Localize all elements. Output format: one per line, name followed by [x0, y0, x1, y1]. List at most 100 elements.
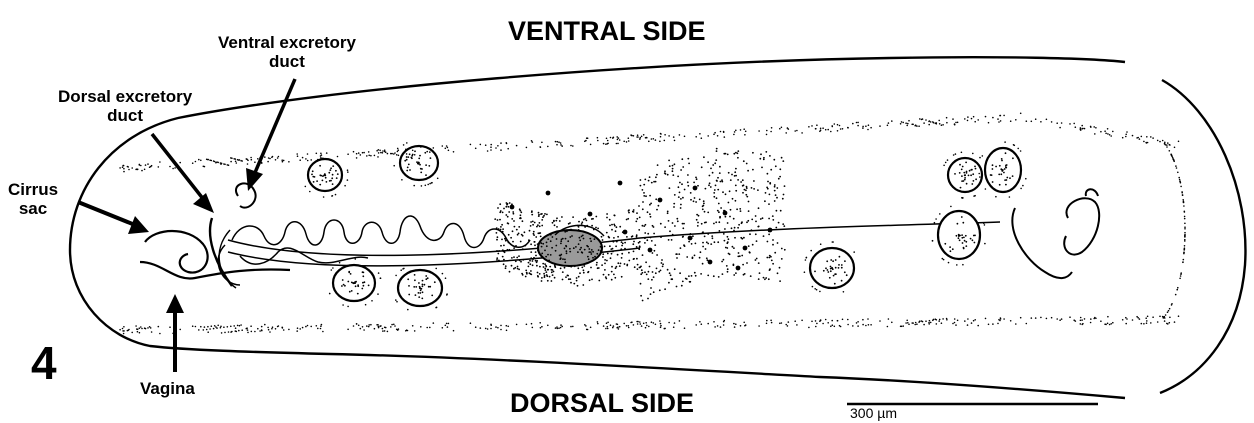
testes	[308, 146, 1021, 306]
stipple-dot	[1104, 130, 1106, 132]
stipple-dot	[610, 137, 612, 139]
stipple-dot	[954, 173, 956, 175]
stipple-dot	[332, 267, 334, 269]
stipple-dot	[141, 170, 143, 172]
stipple-dot	[507, 326, 509, 328]
stipple-dot	[521, 234, 523, 236]
stipple-dot	[534, 244, 536, 246]
stipple-dot	[529, 230, 531, 232]
stipple-dot	[706, 241, 708, 243]
stipple-dot	[1004, 168, 1006, 170]
stipple-dot	[1179, 180, 1181, 182]
stipple-dot	[772, 263, 774, 265]
stipple-dot	[642, 272, 644, 274]
stipple-dot	[674, 194, 676, 196]
stipple-dot	[574, 265, 576, 267]
stipple-dot	[949, 246, 951, 248]
stipple-dot	[727, 268, 729, 270]
stipple-dot	[729, 216, 731, 218]
arrow-cirrus-sac	[78, 202, 135, 225]
stipple-dot	[643, 134, 645, 136]
stipple-dot	[320, 325, 322, 327]
stipple-dot	[723, 321, 725, 323]
stipple-dot	[766, 320, 768, 322]
stipple-dot	[682, 223, 684, 225]
stipple-dot	[831, 320, 833, 322]
stipple-dot	[351, 282, 353, 284]
stipple-dot	[596, 262, 598, 264]
stipple-dot	[1051, 317, 1053, 319]
stipple-dot	[796, 130, 798, 132]
stipple-dot	[732, 198, 734, 200]
stipple-dot	[606, 260, 608, 262]
stipple-dot	[646, 239, 648, 241]
stipple-dot	[997, 323, 999, 325]
stipple-dot	[928, 322, 930, 324]
stipple-dot	[647, 278, 649, 280]
stipple-dot	[900, 326, 902, 328]
stipple-dot	[862, 319, 864, 321]
stipple-dot	[669, 230, 671, 232]
stipple-dot	[1167, 142, 1169, 144]
stipple-dot	[550, 254, 552, 256]
stipple-dot	[779, 323, 781, 325]
stipple-dot	[656, 209, 658, 211]
stipple-dot	[261, 162, 263, 164]
stipple-dot	[1184, 218, 1186, 220]
stipple-dot	[1184, 249, 1186, 251]
stipple-dot	[688, 163, 690, 165]
stipple-dot	[764, 278, 766, 280]
stipple-dot	[668, 239, 670, 241]
stipple-dot	[801, 320, 803, 322]
stipple-dot	[409, 169, 411, 171]
stipple-dot	[209, 328, 211, 330]
stipple-dot	[734, 131, 736, 133]
stipple-dot	[707, 275, 709, 277]
stipple-dot	[1180, 186, 1182, 188]
stipple-dot	[215, 162, 217, 164]
stipple-dot	[962, 166, 964, 168]
stipple-dot	[1100, 320, 1102, 322]
stipple-dot	[490, 146, 492, 148]
stipple-dot	[694, 255, 696, 257]
stipple-dot	[618, 137, 620, 139]
stipple-dot	[131, 167, 133, 169]
stipple-dot	[816, 124, 818, 126]
stipple-dot	[541, 280, 543, 282]
stipple-dot	[928, 124, 930, 126]
stipple-dot	[832, 260, 834, 262]
stipple-dot	[278, 156, 280, 158]
stipple-dot	[542, 263, 544, 265]
stipple-dot	[496, 232, 498, 234]
stipple-dot	[997, 118, 999, 120]
stipple-dot	[336, 177, 338, 179]
stipple-dot	[538, 212, 540, 214]
stipple-dot	[969, 170, 971, 172]
stipple-dot	[558, 327, 560, 329]
stipple-dot	[757, 226, 759, 228]
stipple-dot	[561, 239, 563, 241]
stipple-dot	[525, 270, 527, 272]
stipple-dot	[1080, 129, 1082, 131]
stipple-dot	[714, 241, 716, 243]
stipple-dot	[577, 225, 579, 227]
stipple-dot	[281, 327, 283, 329]
stipple-dot	[640, 283, 642, 285]
stipple-dot	[382, 330, 384, 332]
stipple-dot	[316, 180, 318, 182]
stipple-dot	[633, 258, 635, 260]
stipple-dot	[584, 141, 586, 143]
stipple-dot	[328, 172, 330, 174]
stipple-dot	[751, 187, 753, 189]
stipple-dot	[961, 175, 963, 177]
stipple-dot	[651, 240, 653, 242]
stipple-dot	[490, 149, 492, 151]
stipple-dot	[590, 327, 592, 329]
stipple-dot	[811, 125, 813, 127]
stipple-dot	[958, 237, 960, 239]
stipple-dot	[642, 225, 644, 227]
stipple-dot	[1084, 128, 1086, 130]
stipple-dot	[200, 160, 202, 162]
stipple-dot	[496, 250, 498, 252]
stipple-dot	[744, 134, 746, 136]
